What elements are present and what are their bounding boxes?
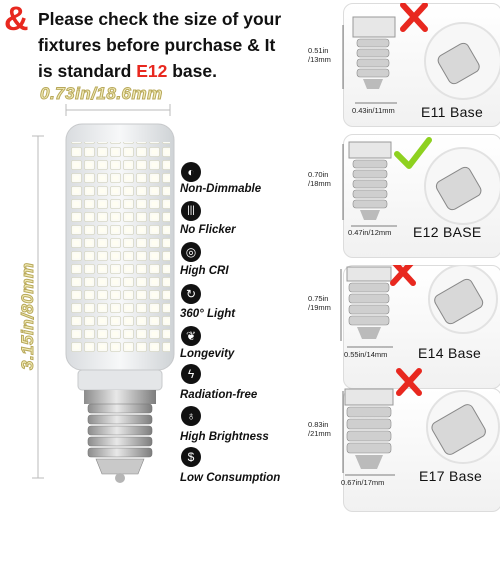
bulb-icon: ♁ (181, 406, 201, 426)
feature-360-light: 360° Light (180, 308, 236, 320)
rotate-360-icon: ↻ (181, 284, 201, 304)
e11-base-label: E11 Base (421, 104, 484, 120)
feature-low-consumption: Low Consumption (180, 472, 281, 484)
heading-line-1: Please check the size of your (38, 9, 282, 29)
e17-base-label: E17 Base (419, 468, 483, 484)
ampersand-mark: & (4, 0, 29, 38)
e11-width: 0.43in/11mm (352, 106, 395, 115)
heading-line-2: fixtures before purchase & It (38, 35, 276, 55)
bulb-width-label: 0.73in/18.6mm (40, 84, 163, 104)
heading-line-3b: base. (167, 61, 217, 81)
e11-base-illustration (342, 3, 500, 104)
leaf-icon: ❦ (181, 326, 201, 346)
feature-high-brightness: High Brightness (180, 431, 269, 443)
feature-non-dimmable: Non-Dimmable (180, 183, 262, 195)
feature-high-cri: High CRI (180, 265, 229, 277)
heading-line-3a: is standard (38, 61, 137, 81)
heading-text: Please check the size of your fixtures b… (38, 6, 300, 84)
e14-base-illustration (340, 265, 498, 348)
moon-icon: ◐ (181, 162, 201, 182)
stripes-icon: ||| (181, 201, 201, 221)
bolt-icon: ϟ (181, 364, 201, 384)
dollar-icon: $ (181, 447, 201, 467)
e12-width: 0.47in/12mm (348, 228, 392, 237)
e12-base-label: E12 BASE (413, 224, 482, 240)
heading-line-3: is standard E12 base. (38, 58, 300, 84)
e12-base-illustration (342, 137, 500, 227)
feature-longevity: Longevity (180, 348, 235, 360)
e14-width: 0.55in/14mm (344, 350, 388, 359)
e17-width: 0.67in/17mm (341, 478, 385, 487)
feature-no-flicker: No Flicker (180, 224, 236, 236)
e17-height: 0.83in /21mm (308, 420, 331, 438)
e12-height: 0.70in /18mm (308, 170, 331, 188)
led-bulb-image (65, 123, 175, 483)
feature-radiation-free: Radiation-free (180, 389, 258, 401)
cri-icon: ◎ (181, 242, 201, 262)
bulb-height-label: 3.15in/80mm (18, 262, 38, 371)
e17-base-illustration (342, 368, 500, 476)
heading-e12-highlight: E12 (136, 61, 168, 81)
e14-height: 0.75in /19mm (308, 294, 331, 312)
e14-base-label: E14 Base (418, 345, 482, 361)
e11-height: 0.51in /13mm (308, 46, 331, 64)
